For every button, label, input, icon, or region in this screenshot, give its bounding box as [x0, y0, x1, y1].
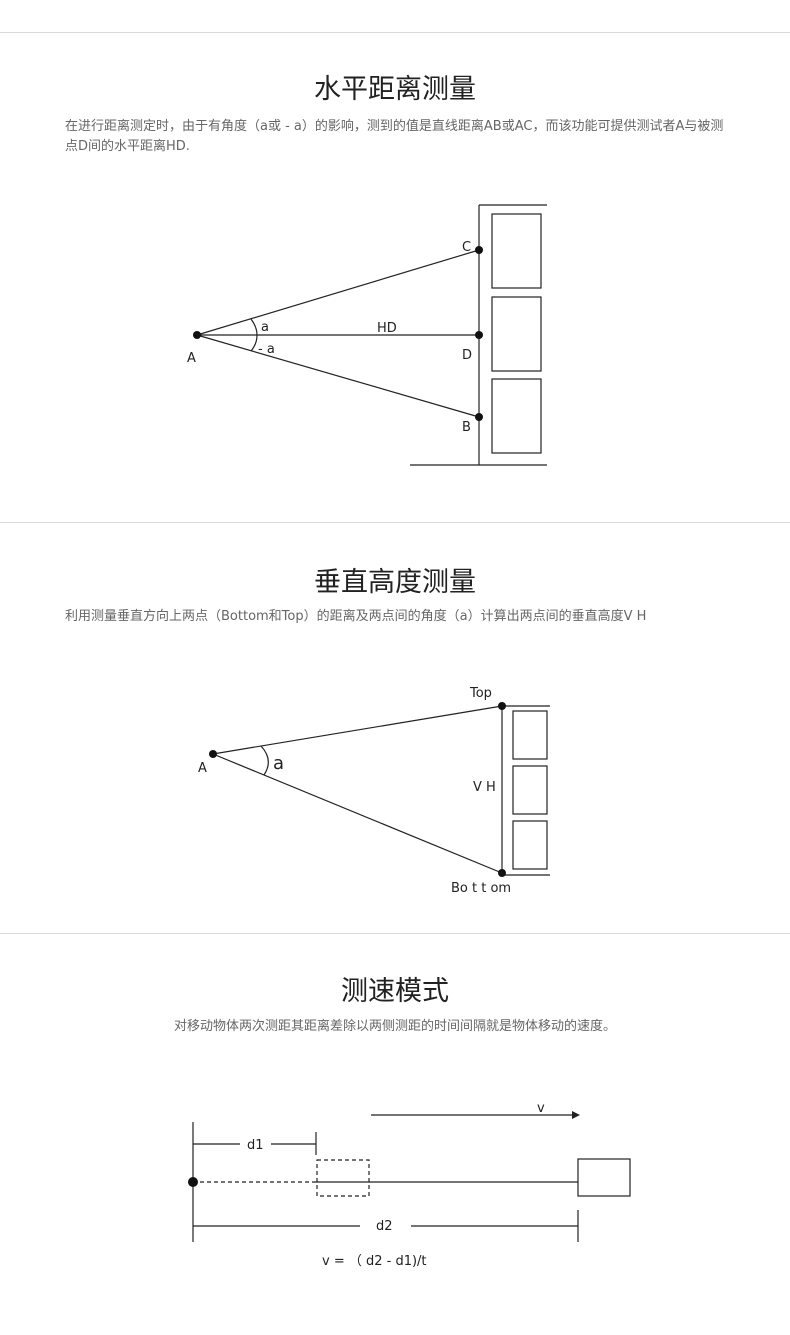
label-angle-positive: a — [261, 320, 269, 335]
building-window — [512, 710, 548, 760]
building-window — [491, 378, 542, 454]
line-ac — [196, 249, 480, 336]
point-c — [475, 246, 483, 254]
object-first-position — [316, 1159, 370, 1197]
vertical-height-diagram: A Top Bo t t om V H a — [198, 686, 550, 896]
point-b — [475, 413, 483, 421]
building-window — [512, 765, 548, 815]
label-v: v — [537, 1101, 545, 1116]
section-title-vertical-height: 垂直高度测量 — [314, 567, 476, 598]
point-d — [475, 331, 483, 339]
angle-arc-negative — [250, 334, 258, 352]
horizontal-distance-diagram: A C D B HD a - a — [187, 204, 547, 466]
velocity-arrow-head — [572, 1111, 580, 1119]
label-d: D — [462, 348, 472, 363]
point-top — [498, 702, 506, 710]
label-a: A — [198, 761, 207, 776]
building-window — [512, 820, 548, 870]
separator-bottom — [0, 933, 790, 934]
label-c: C — [462, 240, 471, 255]
point-bottom — [498, 869, 506, 877]
section-title-speed-mode: 测速模式 — [341, 976, 449, 1007]
point-origin — [188, 1177, 198, 1187]
separator-middle — [0, 522, 790, 523]
section-description-speed-mode: 对移动物体两次测距其距离差除以两侧测距的时间间隔就是物体移动的速度。 — [173, 1019, 616, 1034]
angle-arc-positive — [250, 318, 258, 336]
angle-arc — [260, 745, 269, 776]
building-window — [491, 213, 542, 289]
label-angle-negative: - a — [258, 342, 275, 357]
section-description-vertical-height: 利用测量垂直方向上两点（Bottom和Top）的距离及两点间的角度（a）计算出两… — [65, 609, 647, 624]
separator-top — [0, 32, 790, 33]
label-bottom: Bo t t om — [451, 881, 511, 896]
label-hd: HD — [377, 321, 397, 336]
label-a: A — [187, 351, 196, 366]
speed-formula: v = （ d2 - d1)/t — [322, 1254, 427, 1269]
object-second-position — [577, 1158, 631, 1197]
line-a-top — [212, 705, 503, 755]
label-b: B — [462, 420, 471, 435]
building-window — [491, 296, 542, 372]
line-a-bottom — [212, 753, 503, 874]
point-a — [209, 750, 217, 758]
section-title-horizontal-distance: 水平距离测量 — [314, 74, 476, 105]
label-angle: a — [273, 753, 284, 774]
section-description-horizontal-distance: 在进行距离测定时，由于有角度（a或 - a）的影响，测到的值是直线距离AB或AC… — [65, 119, 724, 154]
label-d2: d2 — [376, 1219, 393, 1234]
label-vh: V H — [473, 780, 496, 795]
label-d1: d1 — [247, 1138, 264, 1153]
label-top: Top — [469, 686, 492, 701]
line-ab — [196, 334, 480, 418]
point-a — [193, 331, 201, 339]
speed-mode-diagram: v d1 d2 v = （ d2 - d1)/t — [188, 1101, 631, 1269]
